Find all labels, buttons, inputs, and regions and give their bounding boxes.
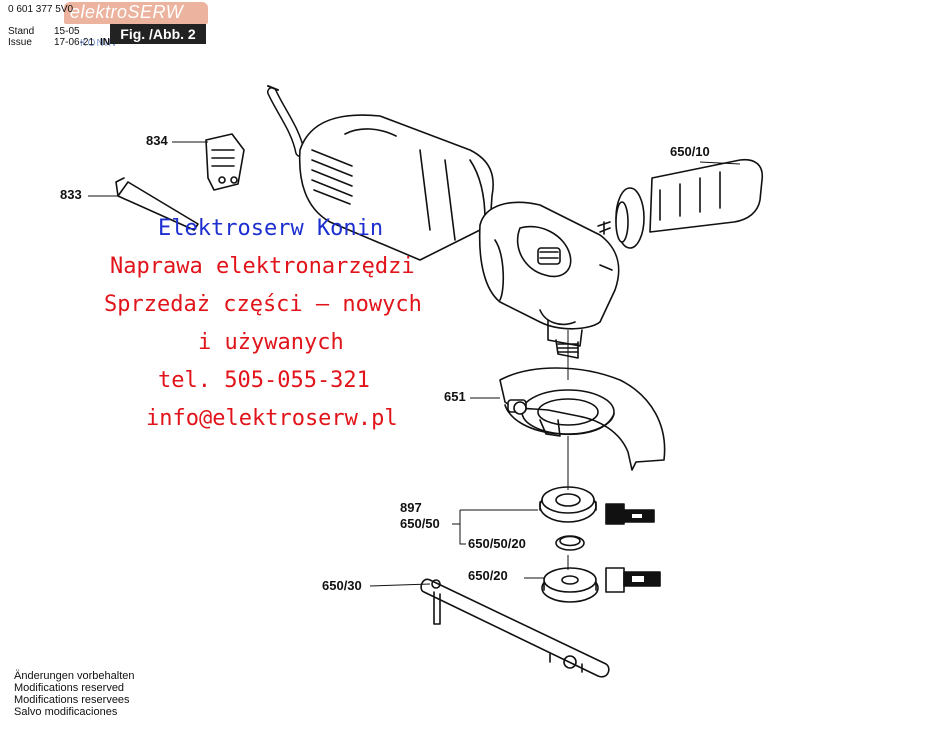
- advert-phone: tel. 505-055-321: [158, 368, 370, 393]
- part-label-651: 651: [444, 389, 466, 404]
- part-833-hex-key: [115, 177, 199, 231]
- part-650-20-clamping-nut: [541, 567, 599, 603]
- part-label-834: 834: [146, 133, 168, 148]
- part-label-650-50-20: 650/50/20: [468, 536, 526, 551]
- part-label-833: 833: [60, 187, 82, 202]
- footer-spanish: Salvo modificaciones: [14, 706, 118, 718]
- watermark-logo-text: elektroSERW: [70, 2, 184, 22]
- part-834-key: [205, 133, 245, 191]
- figure-label: Fig. /Abb. 2: [110, 24, 206, 44]
- part-number: 0 601 377 5V0: [8, 4, 74, 15]
- issue-suffix: IN: [100, 37, 110, 48]
- advert-used-text: i używanych: [198, 330, 344, 355]
- advert-repair-text: Naprawa elektronarzędzi: [110, 254, 415, 279]
- advert-company-name: Elektroserw Konin: [158, 216, 384, 241]
- advert-parts-text: Sprzedaż części – nowych: [104, 292, 422, 317]
- footer-french: Modifications reservees: [14, 694, 130, 706]
- advert-email: info@elektroserw.pl: [146, 406, 398, 431]
- watermark-logo-background: [64, 2, 208, 24]
- part-label-897: 897: [400, 500, 422, 515]
- footer-german: Änderungen vorbehalten: [14, 670, 135, 682]
- part-650-50-20-o-ring: [555, 535, 585, 551]
- part-label-650-20: 650/20: [468, 568, 508, 583]
- issue-value: 17-06-21: [54, 37, 95, 48]
- stand-label: Stand: [8, 26, 35, 37]
- part-651-wheel-guard: [499, 367, 666, 471]
- part-label-650-10: 650/10: [670, 144, 710, 159]
- part-label-650-30: 650/30: [322, 578, 362, 593]
- leader-lines: [88, 141, 741, 587]
- side-handle: [597, 158, 764, 249]
- watermark-city: KONIN: [80, 38, 117, 49]
- part-label-650-50: 650/50: [400, 516, 440, 531]
- part-650-50-flange: [539, 486, 597, 523]
- power-cable: [267, 85, 305, 157]
- part-650-30-spanner: [420, 578, 610, 678]
- flange-section-view: [605, 503, 661, 593]
- footer-english: Modifications reserved: [14, 682, 125, 694]
- issue-label: Issue: [8, 37, 32, 48]
- grinder-motor-housing: [298, 114, 494, 261]
- stand-value: 15-05: [54, 26, 80, 37]
